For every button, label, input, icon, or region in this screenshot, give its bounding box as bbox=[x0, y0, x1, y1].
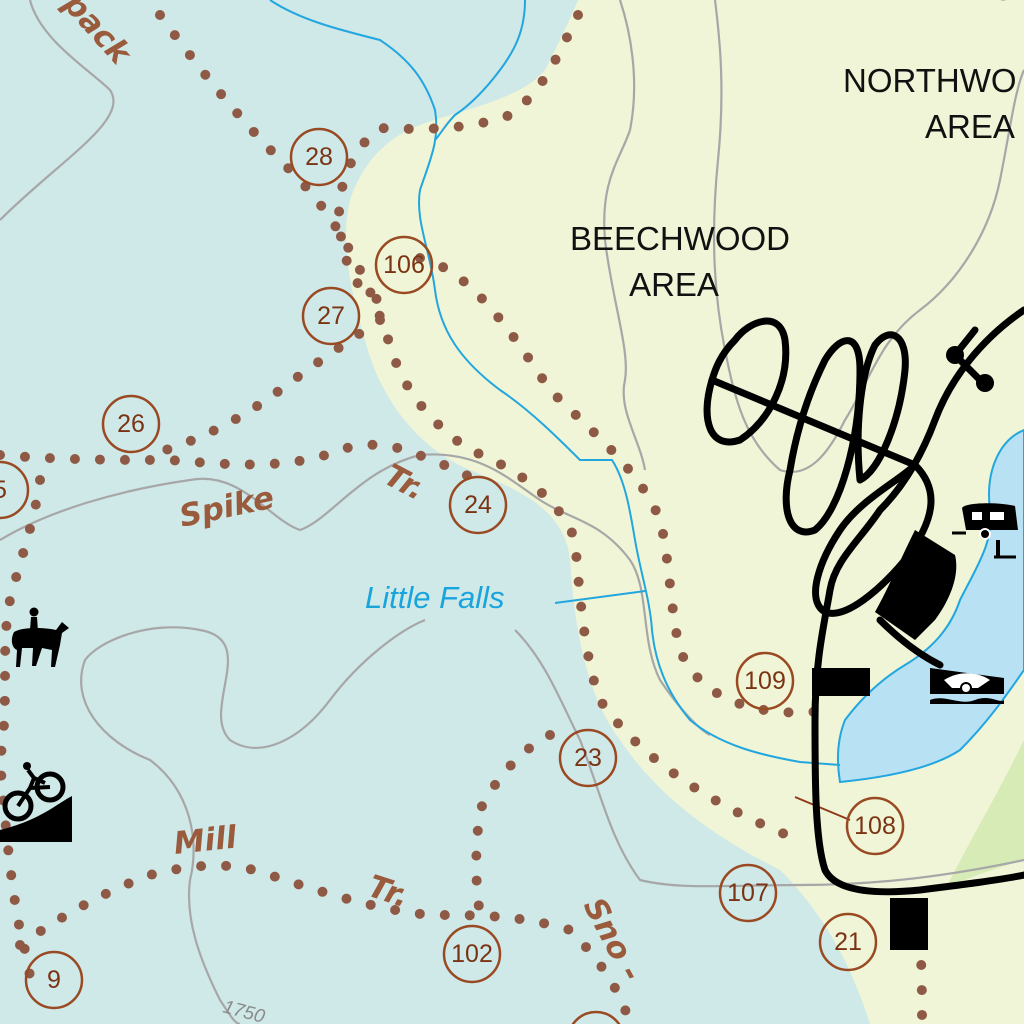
parking-lot-main bbox=[875, 530, 957, 640]
horse-rider-icon[interactable] bbox=[11, 607, 70, 668]
svg-text:21: 21 bbox=[834, 928, 862, 956]
mill-trail-label: Mill bbox=[172, 820, 239, 862]
junction-108-leader bbox=[794, 796, 851, 821]
svg-text:27: 27 bbox=[317, 302, 345, 330]
parking-lot-small bbox=[812, 668, 870, 696]
little-falls-leader bbox=[554, 590, 646, 604]
junction-108: 108 bbox=[845, 796, 905, 856]
svg-text:107: 107 bbox=[727, 879, 769, 907]
parking-lot-south bbox=[890, 898, 928, 950]
trails[interactable] bbox=[0, 10, 927, 1024]
beechwood-loop-3 bbox=[854, 331, 909, 484]
northwood-area-label-line1: NORTHWO bbox=[843, 62, 1017, 99]
svg-text:109: 109 bbox=[744, 667, 786, 695]
trail-mill bbox=[15, 860, 635, 1024]
meadow-area bbox=[945, 740, 1024, 890]
campground-loop-road bbox=[811, 306, 1024, 896]
svg-text:26: 26 bbox=[117, 410, 145, 438]
svg-text:23: 23 bbox=[574, 744, 602, 772]
svg-text:102: 102 bbox=[451, 940, 493, 968]
junction-106: 106 bbox=[374, 235, 434, 295]
beechwood-loop-road bbox=[708, 376, 935, 617]
area-labels: NORTHWO AREA BEECHWOOD AREA ST bbox=[570, 0, 1024, 303]
trail-upper-loop bbox=[334, 10, 583, 305]
trail-backpack bbox=[155, 10, 805, 845]
svg-text:108: 108 bbox=[854, 812, 896, 840]
streams bbox=[269, 0, 841, 766]
road-node bbox=[976, 374, 994, 392]
parking-areas[interactable] bbox=[812, 530, 957, 950]
trail-23-loop bbox=[471, 730, 555, 920]
junction-102: 102 bbox=[442, 924, 502, 984]
junction-markers[interactable]: 28 106 27 26 5 24 109 23 108 107 21 102 … bbox=[0, 127, 905, 1024]
svg-text:106: 106 bbox=[383, 251, 425, 279]
junction-21: 21 bbox=[818, 912, 878, 972]
svg-text:5: 5 bbox=[0, 476, 7, 504]
camper-trailer-icon[interactable] bbox=[952, 503, 1018, 559]
top-cut-label: ST bbox=[992, 0, 1024, 7]
junction-27: 27 bbox=[301, 286, 361, 346]
junction-26: 26 bbox=[101, 394, 161, 454]
junction-5: 5 bbox=[0, 460, 30, 520]
beechwood-loop-2 bbox=[782, 337, 864, 536]
svg-text:24: 24 bbox=[464, 491, 492, 519]
junction-partial-bottom bbox=[571, 1010, 621, 1024]
trail-west bbox=[0, 475, 45, 985]
junction-107: 107 bbox=[718, 863, 778, 923]
beechwood-area-label-line2: AREA bbox=[629, 266, 719, 303]
mountain-bike-icon[interactable] bbox=[0, 762, 72, 842]
junction-28: 28 bbox=[289, 127, 349, 187]
northwood-area-label-line2: AREA bbox=[925, 108, 1015, 145]
trail-27-to-26 bbox=[145, 315, 385, 460]
roads[interactable] bbox=[703, 306, 1024, 896]
junction-23: 23 bbox=[558, 728, 618, 788]
beechwood-area-label-line1: BEECHWOOD bbox=[570, 220, 790, 257]
beechwood-loop-1 bbox=[703, 317, 790, 446]
boat-launch-road bbox=[876, 616, 944, 669]
boat-launch-icon[interactable] bbox=[930, 668, 1004, 704]
svg-text:28: 28 bbox=[305, 143, 333, 171]
junction-24: 24 bbox=[448, 475, 508, 535]
junction-9: 9 bbox=[24, 950, 84, 1010]
junction-109: 109 bbox=[735, 651, 795, 711]
trail-spike bbox=[0, 439, 485, 495]
road-node bbox=[946, 346, 964, 364]
svg-text:9: 9 bbox=[47, 966, 61, 994]
little-falls-label: Little Falls bbox=[365, 580, 505, 615]
trail-21-south bbox=[915, 935, 927, 1024]
